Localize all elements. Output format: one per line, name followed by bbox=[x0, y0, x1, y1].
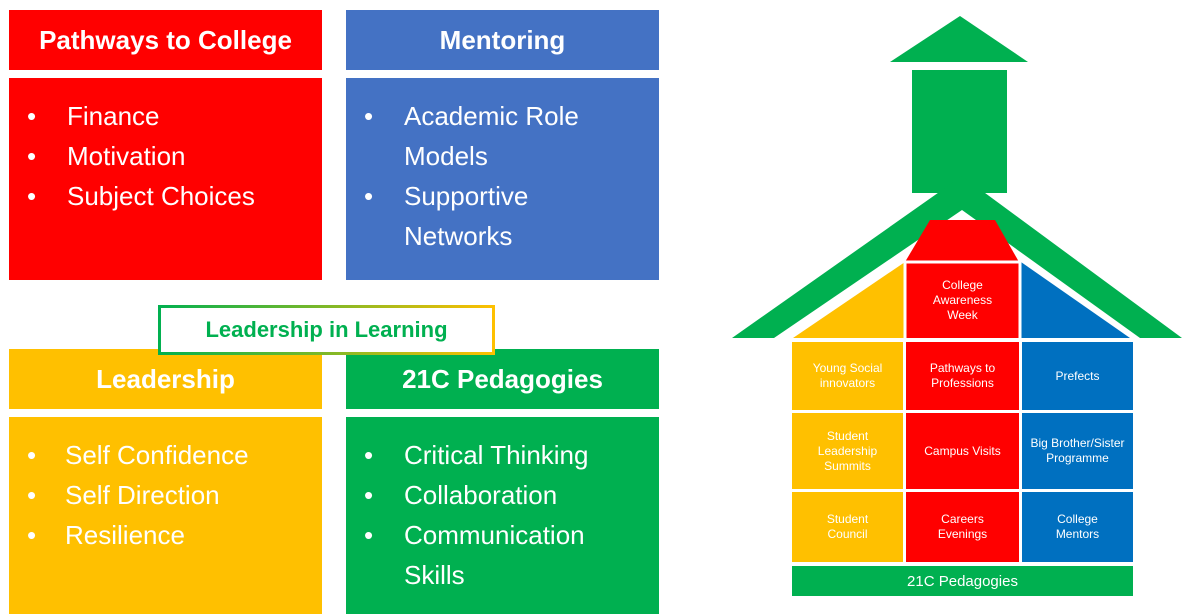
mentoring-body: Academic Role Models Supportive Networks bbox=[346, 78, 659, 280]
pedagogies-list: Critical Thinking Collaboration Communic… bbox=[346, 435, 659, 595]
house-base: 21C Pedagogies bbox=[792, 566, 1133, 596]
chimney-arrowhead bbox=[890, 16, 1028, 62]
pathways-header: Pathways to College bbox=[9, 10, 322, 70]
mentoring-title: Mentoring bbox=[439, 24, 566, 55]
leadership-title: Leadership bbox=[96, 363, 235, 394]
pathways-item: Motivation bbox=[9, 136, 322, 176]
pathways-title: Pathways to College bbox=[39, 24, 292, 55]
leadership-list: Self Confidence Self Direction Resilienc… bbox=[9, 435, 322, 555]
leadership-in-learning-label: Leadership in Learning bbox=[158, 305, 495, 355]
pedagogies-item: Critical Thinking bbox=[346, 435, 639, 475]
house-roof-cell: College Awareness Week bbox=[906, 270, 1019, 330]
chimney-shaft bbox=[912, 70, 1007, 193]
pathways-item: Finance bbox=[9, 96, 322, 136]
pedagogies-item: Communication Skills bbox=[346, 515, 639, 595]
house-cell: Campus Visits bbox=[906, 413, 1019, 489]
house-cell-text: Campus Visits bbox=[924, 443, 1001, 458]
house-cell-text: Careers Evenings bbox=[937, 512, 988, 541]
house-cell: Student Council bbox=[792, 492, 903, 562]
pedagogies-body: Critical Thinking Collaboration Communic… bbox=[346, 417, 659, 614]
gable-blue bbox=[1021, 262, 1130, 338]
house-cell-text: Prefects bbox=[1055, 368, 1100, 383]
pathways-item: Subject Choices bbox=[9, 176, 322, 216]
gable-yellow bbox=[793, 262, 905, 338]
leadership-item: Self Direction bbox=[9, 475, 322, 515]
house-cell: Careers Evenings bbox=[906, 492, 1019, 562]
house-cell: Big Brother/Sister Programme bbox=[1022, 413, 1133, 489]
house-cell-text: Big Brother/Sister Programme bbox=[1030, 436, 1125, 465]
house-cell: Prefects bbox=[1022, 342, 1133, 410]
house-cell-text: Student Council bbox=[826, 512, 869, 541]
leadership-item: Resilience bbox=[9, 515, 322, 555]
leadership-body: Self Confidence Self Direction Resilienc… bbox=[9, 417, 322, 614]
house-cell: College Mentors bbox=[1022, 492, 1133, 562]
house-cell-text: Young Social innovators bbox=[812, 361, 883, 390]
leadership-item: Self Confidence bbox=[9, 435, 322, 475]
mentoring-list: Academic Role Models Supportive Networks bbox=[346, 96, 659, 256]
house-cell-text: College Mentors bbox=[1055, 512, 1100, 541]
leadership-header: Leadership bbox=[9, 349, 322, 409]
pedagogies-title: 21C Pedagogies bbox=[402, 363, 603, 394]
pathways-body: Finance Motivation Subject Choices bbox=[9, 78, 322, 280]
pathways-list: Finance Motivation Subject Choices bbox=[9, 96, 322, 216]
mentoring-item: Academic Role Models bbox=[346, 96, 629, 176]
house-cell-text: Pathways to Professions bbox=[929, 361, 996, 390]
leadership-in-learning-text: Leadership in Learning bbox=[205, 317, 448, 342]
house-base-text: 21C Pedagogies bbox=[907, 572, 1018, 590]
house-cell: Young Social innovators bbox=[792, 342, 903, 410]
roof-cell-text: College Awareness Week bbox=[932, 277, 993, 322]
house-cell-text: Student Leadership Summits bbox=[817, 428, 878, 473]
mentoring-item: Supportive Networks bbox=[346, 176, 629, 256]
house-cell: Student Leadership Summits bbox=[792, 413, 903, 489]
mentoring-header: Mentoring bbox=[346, 10, 659, 70]
pedagogies-item: Collaboration bbox=[346, 475, 639, 515]
pedagogies-header: 21C Pedagogies bbox=[346, 349, 659, 409]
house-cell: Pathways to Professions bbox=[906, 342, 1019, 410]
